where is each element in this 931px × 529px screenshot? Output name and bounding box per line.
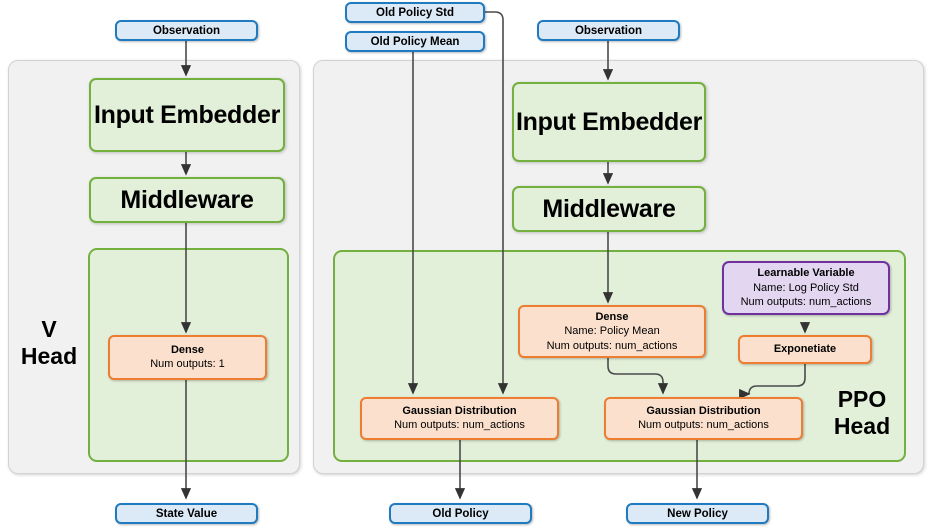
ppo-head-observation-node[interactable]: Observation: [537, 20, 680, 41]
v-head-observation-node[interactable]: Observation: [115, 20, 258, 41]
gaussian-distribution-new-node[interactable]: Gaussian Distribution Num outputs: num_a…: [604, 397, 803, 440]
v-head-observation-label: Observation: [152, 24, 221, 37]
old-policy-output-node[interactable]: Old Policy: [389, 503, 532, 524]
gaussian-new-outputs: Num outputs: num_actions: [638, 419, 769, 432]
learnable-variable-outputs: Num outputs: num_actions: [740, 296, 872, 309]
old-policy-std-label: Old Policy Std: [376, 6, 454, 19]
gaussian-new-title: Gaussian Distribution: [646, 405, 761, 418]
gaussian-old-outputs: Num outputs: num_actions: [394, 419, 525, 432]
learnable-variable-title: Learnable Variable: [757, 267, 855, 280]
ppo-dense-name: Name: Policy Mean: [564, 325, 660, 338]
ppo-head-title-line2: Head: [833, 412, 891, 439]
old-policy-mean-node[interactable]: Old Policy Mean: [345, 31, 485, 52]
v-head-middleware-label: Middleware: [120, 185, 254, 214]
learnable-variable-name: Name: Log Policy Std: [753, 281, 859, 294]
new-policy-output-label: New Policy: [667, 507, 728, 520]
ppo-head-observation-label: Observation: [574, 24, 643, 37]
ppo-head-title-line1: PPO: [837, 386, 887, 412]
v-head-dense-title: Dense: [170, 344, 205, 357]
v-head-dense-outputs: Num outputs: 1: [150, 358, 225, 371]
ppo-head-input-embedder-node[interactable]: Input Embedder: [512, 82, 706, 162]
old-policy-output-label: Old Policy: [432, 507, 489, 520]
v-head-state-value-label: State Value: [155, 507, 218, 520]
ppo-dense-policy-mean-node[interactable]: Dense Name: Policy Mean Num outputs: num…: [518, 305, 706, 358]
ppo-head-input-embedder-label: Input Embedder: [515, 107, 703, 136]
exponentiate-node[interactable]: Exponetiate: [738, 335, 872, 364]
ppo-head-middleware-label: Middleware: [542, 194, 676, 223]
v-head-title: V Head: [18, 316, 80, 370]
v-head-title-line1: V: [41, 316, 57, 342]
ppo-head-middleware-node[interactable]: Middleware: [512, 186, 706, 232]
gaussian-distribution-old-node[interactable]: Gaussian Distribution Num outputs: num_a…: [360, 397, 559, 440]
v-head-input-embedder-node[interactable]: Input Embedder: [89, 78, 285, 152]
gaussian-old-title: Gaussian Distribution: [402, 405, 517, 418]
ppo-dense-outputs: Num outputs: num_actions: [546, 339, 678, 352]
old-policy-std-node[interactable]: Old Policy Std: [345, 2, 485, 23]
new-policy-output-node[interactable]: New Policy: [626, 503, 769, 524]
ppo-head-title: PPO Head: [822, 386, 902, 440]
v-head-title-line2: Head: [20, 342, 78, 369]
learnable-variable-node[interactable]: Learnable Variable Name: Log Policy Std …: [722, 261, 890, 315]
v-head-state-value-node[interactable]: State Value: [115, 503, 258, 524]
old-policy-mean-label: Old Policy Mean: [370, 35, 460, 48]
ppo-dense-title: Dense: [595, 310, 629, 323]
v-head-middleware-node[interactable]: Middleware: [89, 177, 285, 223]
exponentiate-label: Exponetiate: [773, 343, 837, 356]
v-head-dense-node[interactable]: Dense Num outputs: 1: [108, 335, 267, 380]
v-head-input-embedder-label: Input Embedder: [93, 100, 281, 129]
